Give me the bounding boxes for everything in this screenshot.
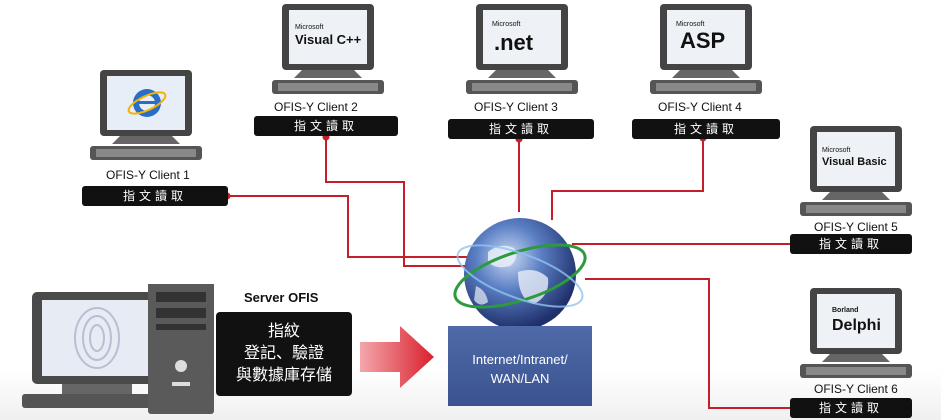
client-2: Microsoft Visual C++ OFIS-Y Client 2 指文讀… bbox=[254, 2, 414, 142]
screen-brand: Microsoft bbox=[822, 147, 850, 154]
monitor-icon: Microsoft .net bbox=[466, 4, 578, 94]
screen-brand: Microsoft bbox=[492, 21, 520, 28]
wire-client-4 bbox=[551, 138, 704, 220]
monitor-icon: Microsoft Visual C++ bbox=[272, 4, 384, 94]
screen-product: Visual C++ bbox=[295, 32, 362, 47]
network-line: Internet/Intranet/ bbox=[472, 352, 568, 367]
fingerprint-read-tag: 指文讀取 bbox=[790, 398, 912, 418]
client-label: OFIS-Y Client 6 bbox=[814, 382, 898, 396]
server-title: Server OFIS bbox=[244, 290, 319, 305]
client-4: Microsoft ASP OFIS-Y Client 4 指文讀取 bbox=[632, 2, 792, 142]
server-line: 與數據庫存儲 bbox=[235, 365, 332, 384]
fingerprint-icon bbox=[74, 307, 120, 369]
ie-logo-icon bbox=[127, 89, 167, 117]
monitor-icon bbox=[90, 70, 202, 160]
fingerprint-read-tag: 指文讀取 bbox=[82, 186, 228, 206]
wire-client-2 bbox=[325, 137, 472, 267]
client-6: Borland Delphi OFIS-Y Client 6 指文讀取 bbox=[788, 286, 938, 420]
screen-brand: Microsoft bbox=[295, 24, 323, 31]
monitor-icon: Borland Delphi bbox=[800, 288, 912, 378]
network-line: WAN/LAN bbox=[490, 371, 550, 386]
client-label: OFIS-Y Client 3 bbox=[474, 100, 558, 114]
server-computer-icon bbox=[22, 284, 214, 414]
arrow-right-icon bbox=[360, 326, 434, 388]
wire-client-6 bbox=[585, 278, 795, 409]
client-5: Microsoft Visual Basic OFIS-Y Client 5 指… bbox=[788, 124, 938, 264]
screen-product: Visual Basic bbox=[822, 156, 887, 168]
screen-product: .net bbox=[494, 30, 534, 55]
wire-client-1 bbox=[227, 195, 470, 258]
server-function-box: 指紋 登記、驗證 與數據庫存儲 bbox=[216, 312, 352, 396]
server-line: 登記、驗證 bbox=[243, 343, 324, 362]
network-box: Internet/Intranet/ WAN/LAN bbox=[448, 326, 592, 406]
monitor-icon: Microsoft Visual Basic bbox=[800, 126, 912, 216]
client-label: OFIS-Y Client 5 bbox=[814, 220, 898, 234]
client-label: OFIS-Y Client 4 bbox=[658, 100, 742, 114]
client-1: OFIS-Y Client 1 指文讀取 bbox=[80, 68, 240, 208]
globe-icon bbox=[453, 218, 587, 330]
screen-brand: Borland bbox=[832, 307, 858, 314]
screen-product: ASP bbox=[680, 28, 725, 53]
client-3: Microsoft .net OFIS-Y Client 3 指文讀取 bbox=[448, 2, 608, 142]
server-line: 指紋 bbox=[267, 321, 300, 340]
screen-brand: Microsoft bbox=[676, 21, 704, 28]
fingerprint-read-tag: 指文讀取 bbox=[448, 119, 594, 139]
client-label: OFIS-Y Client 2 bbox=[274, 100, 358, 114]
monitor-icon: Microsoft ASP bbox=[650, 4, 762, 94]
fingerprint-read-tag: 指文讀取 bbox=[254, 116, 398, 136]
screen-product: Delphi bbox=[832, 317, 881, 334]
fingerprint-read-tag: 指文讀取 bbox=[632, 119, 780, 139]
client-label: OFIS-Y Client 1 bbox=[106, 168, 190, 182]
fingerprint-read-tag: 指文讀取 bbox=[790, 234, 912, 254]
